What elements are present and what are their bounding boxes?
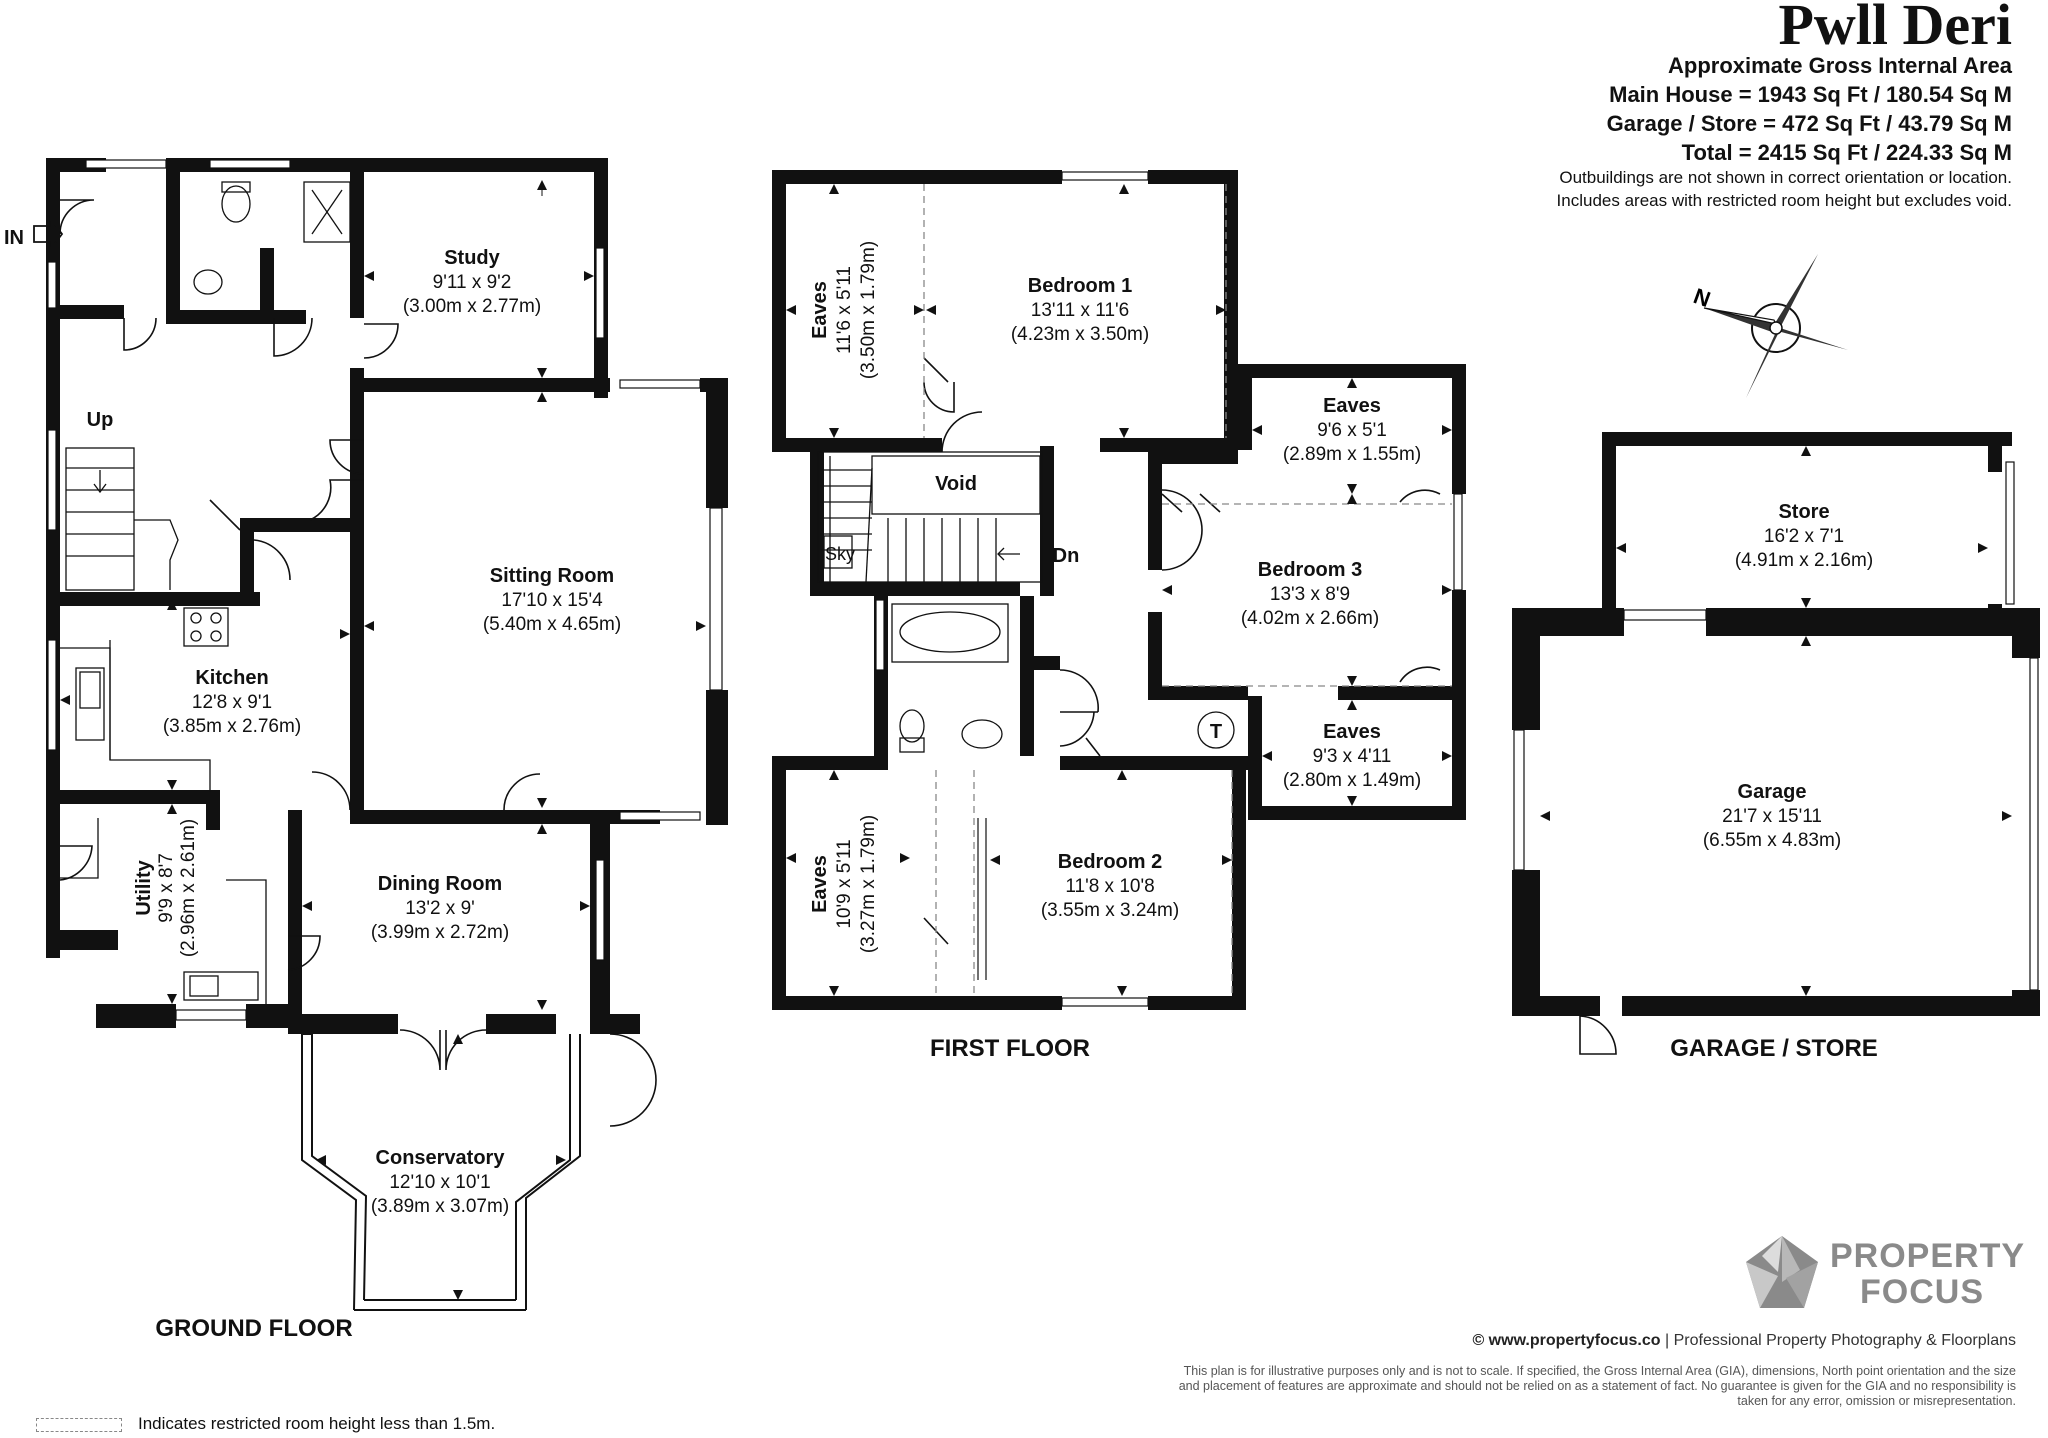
room-name-utility: Utility bbox=[133, 859, 155, 915]
room-name-sitting: Sitting Room bbox=[490, 565, 614, 587]
stairs-up-label: Up bbox=[87, 409, 114, 431]
skylight-label: Sky bbox=[825, 544, 855, 564]
stairs-down-label: Dn bbox=[1053, 545, 1080, 567]
room-imperial-sitting: 17'10 x 15'4 bbox=[501, 590, 603, 611]
room-metric-bedroom1: (4.23m x 3.50m) bbox=[1011, 324, 1149, 345]
room-metric-dining: (3.99m x 2.72m) bbox=[371, 922, 509, 943]
room-imperial-eaves1: 11'6 x 5'11 bbox=[834, 266, 855, 354]
room-name-garage: Garage bbox=[1738, 781, 1807, 803]
room-metric-study: (3.00m x 2.77m) bbox=[403, 296, 541, 317]
property-focus-logo: PROPERTY FOCUS bbox=[1742, 1232, 2026, 1322]
logo-text-line1: PROPERTY bbox=[1830, 1237, 2026, 1275]
room-metric-bedroom2: (3.55m x 3.24m) bbox=[1041, 900, 1179, 921]
area-subtitle: Approximate Gross Internal Area bbox=[1668, 53, 2012, 78]
room-metric-kitchen: (3.85m x 2.76m) bbox=[163, 716, 301, 737]
room-metric-eaves2: (2.89m x 1.55m) bbox=[1283, 444, 1421, 465]
room-name-bedroom1: Bedroom 1 bbox=[1028, 275, 1132, 297]
main-house-area: Main House = 1943 Sq Ft / 180.54 Sq M bbox=[1609, 82, 2012, 107]
room-name-study: Study bbox=[444, 247, 500, 269]
room-imperial-eaves2: 9'6 x 5'1 bbox=[1317, 420, 1387, 441]
credit-services: | Professional Property Photography & Fl… bbox=[1660, 1332, 2016, 1349]
entrance-label: IN bbox=[4, 227, 24, 249]
logo-pentagon-icon bbox=[1746, 1236, 1818, 1308]
garage-store-label: GARAGE / STORE bbox=[1670, 1035, 1878, 1062]
room-metric-sitting: (5.40m x 4.65m) bbox=[483, 614, 621, 635]
logo-text-line2: FOCUS bbox=[1860, 1273, 1984, 1311]
room-name-dining: Dining Room bbox=[378, 873, 502, 895]
restricted-area-note: Includes areas with restricted room heig… bbox=[1556, 191, 2012, 210]
room-imperial-eaves4: 10'9 x 5'11 bbox=[834, 839, 855, 928]
entrance-arrow-icon bbox=[33, 215, 64, 253]
room-imperial-conservatory: 12'10 x 10'1 bbox=[389, 1172, 490, 1193]
room-imperial-study: 9'11 x 9'2 bbox=[433, 272, 512, 293]
room-name-eaves1: Eaves bbox=[809, 281, 831, 339]
room-metric-eaves4: (3.27m x 1.79m) bbox=[858, 815, 879, 953]
room-name-eaves4: Eaves bbox=[809, 855, 831, 913]
room-metric-eaves3: (2.80m x 1.49m) bbox=[1283, 770, 1421, 791]
outbuildings-note: Outbuildings are not shown in correct or… bbox=[1559, 168, 2012, 187]
ground-floor-label: GROUND FLOOR bbox=[155, 1315, 352, 1342]
room-name-bedroom3: Bedroom 3 bbox=[1258, 559, 1362, 581]
room-metric-bedroom3: (4.02m x 2.66m) bbox=[1241, 608, 1379, 629]
room-metric-conservatory: (3.89m x 3.07m) bbox=[371, 1196, 509, 1217]
room-imperial-eaves3: 9'3 x 4'11 bbox=[1313, 746, 1392, 767]
north-compass-icon bbox=[1703, 254, 1848, 398]
property-title: Pwll Deri bbox=[1778, 0, 2012, 57]
garage-store-area: Garage / Store = 472 Sq Ft / 43.79 Sq M bbox=[1606, 111, 2012, 136]
room-imperial-garage: 21'7 x 15'11 bbox=[1722, 806, 1822, 827]
legend-text: Indicates restricted room height less th… bbox=[138, 1414, 496, 1433]
legend: Indicates restricted room height less th… bbox=[36, 1414, 495, 1434]
total-area: Total = 2415 Sq Ft / 224.33 Sq M bbox=[1681, 140, 2012, 165]
room-name-conservatory: Conservatory bbox=[376, 1147, 506, 1169]
room-imperial-bedroom1: 13'11 x 11'6 bbox=[1031, 300, 1129, 321]
room-metric-eaves1: (3.50m x 1.79m) bbox=[858, 241, 879, 379]
first-floor-label: FIRST FLOOR bbox=[930, 1035, 1090, 1062]
room-imperial-bedroom3: 13'3 x 8'9 bbox=[1270, 584, 1350, 605]
room-name-bedroom2: Bedroom 2 bbox=[1058, 851, 1162, 873]
room-imperial-store: 16'2 x 7'1 bbox=[1764, 526, 1844, 547]
credit-line: © www.propertyfocus.co | Professional Pr… bbox=[1472, 1332, 2016, 1350]
disclaimer: This plan is for illustrative purposes o… bbox=[1178, 1364, 2016, 1408]
room-name-store: Store bbox=[1778, 501, 1829, 523]
room-imperial-bedroom2: 11'8 x 10'8 bbox=[1065, 876, 1154, 897]
room-name-kitchen: Kitchen bbox=[195, 667, 268, 689]
compass-north-label: N bbox=[1690, 283, 1713, 312]
void-label: Void bbox=[935, 473, 977, 495]
restricted-height-swatch bbox=[36, 1417, 122, 1432]
tank-label: T bbox=[1210, 721, 1222, 743]
room-metric-store: (4.91m x 2.16m) bbox=[1735, 550, 1873, 571]
room-imperial-dining: 13'2 x 9' bbox=[405, 898, 475, 919]
room-name-eaves3: Eaves bbox=[1323, 721, 1381, 743]
room-imperial-utility: 9'9 x 8'7 bbox=[156, 853, 177, 923]
room-name-eaves2: Eaves bbox=[1323, 395, 1381, 417]
credit-website[interactable]: © www.propertyfocus.co bbox=[1472, 1332, 1661, 1349]
room-metric-garage: (6.55m x 4.83m) bbox=[1703, 830, 1841, 851]
room-imperial-kitchen: 12'8 x 9'1 bbox=[192, 692, 272, 713]
room-metric-utility: (2.96m x 2.61m) bbox=[178, 819, 199, 957]
